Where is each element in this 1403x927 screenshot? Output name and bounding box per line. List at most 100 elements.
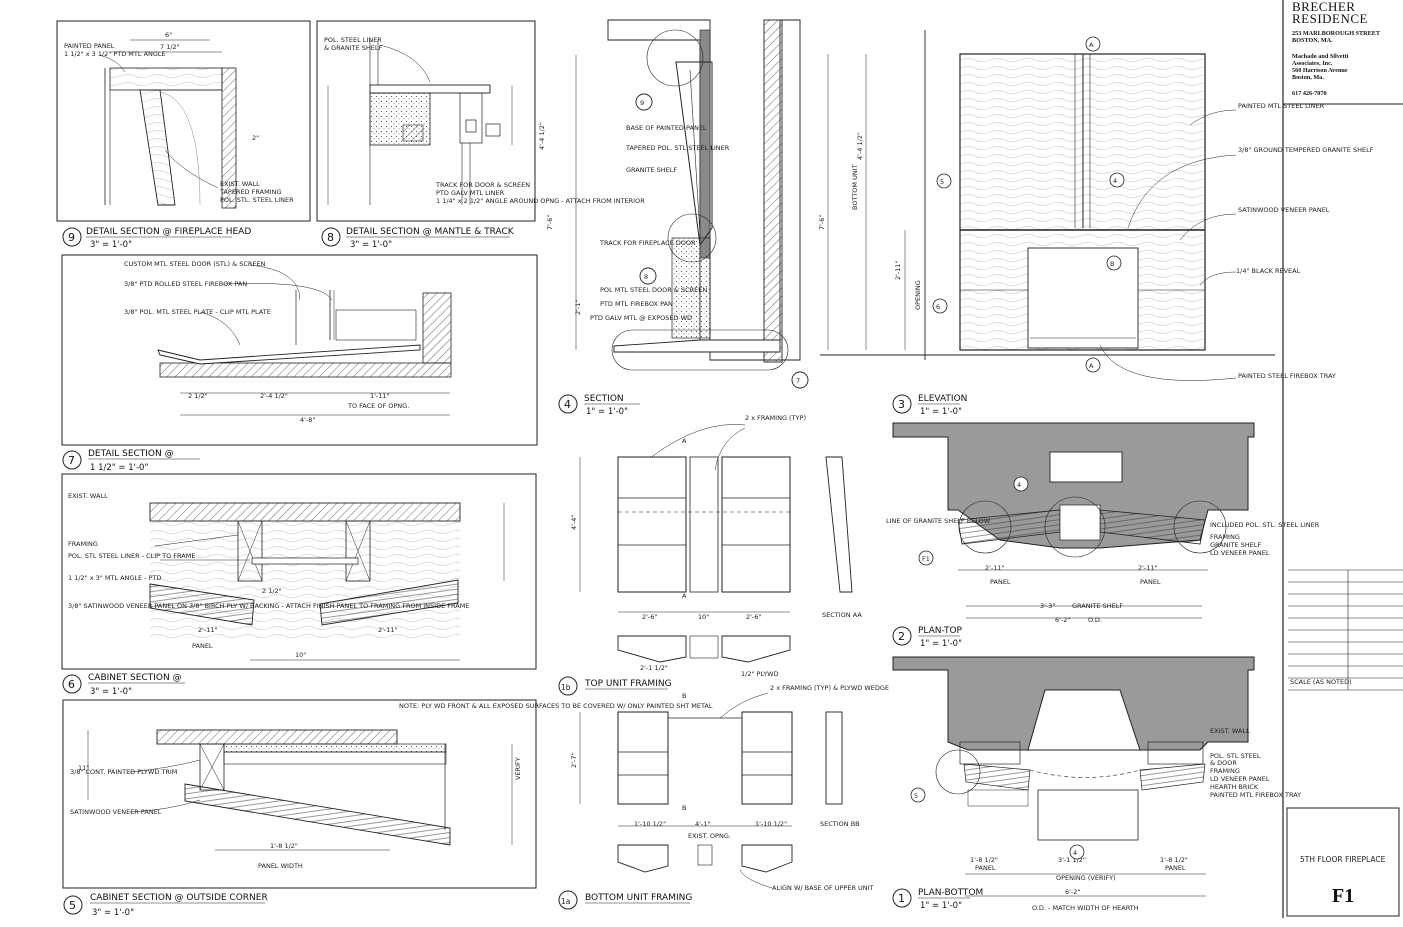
note-8e: 1 1/4" x 2 1/2" ANGLE AROUND OPNG - ATTA… <box>436 197 645 205</box>
note-5b: SATINWOOD VENEER PANEL <box>70 808 162 816</box>
detail-3-elevation: 7'-6" 4'-4 1/2" 2'-11" OPENING PAINTED M… <box>818 30 1374 417</box>
dim-1c: 1'-8 1/2" <box>1160 856 1188 864</box>
dim-6b: 2'-11" <box>378 626 398 634</box>
dim-3a: 4'-4 1/2" <box>856 132 864 160</box>
dim-9b: 7 1/2" <box>160 43 180 51</box>
note-2f-b: PANEL <box>1140 578 1161 586</box>
note-4c: GRANITE SHELF <box>626 166 677 174</box>
note-1-panel-r: PANEL <box>1165 864 1186 872</box>
dim-6a: 2'-11" <box>198 626 218 634</box>
note-6a: EXIST. WALL <box>68 492 108 500</box>
note-1a-c: SECTION BB <box>820 820 860 828</box>
note-4f: PTD MTL FIREBOX PAN <box>600 300 673 308</box>
dim-2b: 2'-11" <box>1138 564 1158 572</box>
tag-8-ref: 8 <box>644 273 648 281</box>
detail-1a-title: BOTTOM UNIT FRAMING <box>585 893 692 903</box>
detail-2-tag: 2 <box>898 630 905 643</box>
note-8d: PTD GALV MTL LINER <box>436 189 505 197</box>
note-8c: TRACK FOR DOOR & SCREEN <box>435 181 530 189</box>
dim-2c: 3'-3" <box>1040 602 1055 610</box>
tag-b-1a: B <box>682 692 686 700</box>
revision-grid <box>1288 569 1403 691</box>
detail-1-scale: 1" = 1'-0" <box>920 901 962 911</box>
scale-note: SCALE (AS NOTED) <box>1290 678 1352 686</box>
dim-3b: 7'-6" <box>818 215 826 230</box>
note-3e: PAINTED STEEL FIREBOX TRAY <box>1238 372 1336 380</box>
note-3f: OPENING <box>914 280 922 310</box>
tag-a-top: A <box>1089 41 1094 49</box>
note-1b-b: SECTION AA <box>822 611 862 619</box>
note-1d: FRAMING <box>1210 767 1240 775</box>
note-2h: O.D. <box>1088 616 1102 624</box>
detail-5-title: CABINET SECTION @ OUTSIDE CORNER <box>90 893 268 903</box>
note-4g: PTD GALV MTL @ EXPOSED WD <box>590 314 692 322</box>
note-5c: PANEL WIDTH <box>258 862 303 870</box>
tag-9-ref: 9 <box>640 99 644 107</box>
note-2f: PANEL <box>990 578 1011 586</box>
dim-2a: 2'-11" <box>985 564 1005 572</box>
note-7a: CUSTOM MTL STEEL DOOR (STL) & SCREEN <box>124 260 266 268</box>
detail-1a-tag: 1a <box>561 897 570 906</box>
detail-5-tag: 5 <box>69 899 76 912</box>
dim-9c: 2" <box>252 134 259 142</box>
note-4b: TAPERED POL. STL STEEL LINER <box>625 144 730 152</box>
dim-4a: 4'-4 1/2" <box>538 122 546 150</box>
firm-city: Boston, Ma. <box>1292 74 1324 81</box>
note-9d: TAPERED FRAMING <box>219 188 282 196</box>
dim-1b: 3'-1 1/2" <box>1058 856 1086 864</box>
note-1b-a: 2 x FRAMING (TYP) <box>745 414 806 422</box>
firm-name: Machado and Silvetti <box>1292 53 1349 60</box>
dim-4b: 7'-6" <box>546 215 554 230</box>
detail-4-section: 4'-4 1/2" 7'-6" 2'-1" BASE OF PAINTED PA… <box>538 19 859 417</box>
tag-a-1b: A <box>682 437 687 445</box>
detail-1-tag: 1 <box>898 892 905 905</box>
note-1a-b: EXIST. OPNG. <box>688 832 731 840</box>
title-block: BRECHER RESIDENCE 253 MARLBOROUGH STREET… <box>1282 0 1403 918</box>
dim-1d: 6'-2" <box>1065 888 1080 896</box>
note-1-panel-l: PANEL <box>975 864 996 872</box>
note-1b: POL. STL STEEL <box>1210 752 1261 760</box>
note-5e: NOTE: PLY WD FRONT & ALL EXPOSED SURFACE… <box>399 702 713 710</box>
tag-a-1b-bot: A <box>682 592 687 600</box>
detail-7-tag: 7 <box>68 454 75 467</box>
note-1e: LD VENEER PANEL <box>1210 775 1270 783</box>
detail-1-title: PLAN-BOTTOM <box>918 888 983 898</box>
note-7d: TO FACE OF OPNG. <box>347 402 409 410</box>
tag-4-plan: 4 <box>1017 481 1021 489</box>
dim-1b-b: 2'-6" <box>642 613 657 621</box>
dim-7d: 4'-8" <box>300 416 315 424</box>
detail-3-title: ELEVATION <box>918 394 967 404</box>
note-8a: POL. STEEL LINER <box>324 36 382 44</box>
detail-7-section: 2 1/2" 2'-4 1/2" 1'-11" TO FACE OF OPNG.… <box>61 254 538 473</box>
note-3d: 1/4" BLACK REVEAL <box>1236 267 1301 275</box>
note-2a: LINE OF GRANITE SHELF BELOW <box>886 517 991 525</box>
detail-1b-top-unit-framing: 4'-4" 2'-6" 10" 2'-6" 2'-1 1/2" 2 x FRAM… <box>558 414 862 696</box>
sheet-number: F1 <box>1332 885 1354 907</box>
detail-1-plan-bottom: 1'-8 1/2" 3'-1 1/2" 1'-8 1/2" PANEL PANE… <box>892 656 1301 912</box>
dim-1b-e: 2'-1 1/2" <box>640 664 668 672</box>
tag-4-plan-b: 4 <box>1073 849 1077 857</box>
note-1h: OPENING (VERIFY) <box>1056 874 1116 882</box>
dim-1a-a: 2'-7" <box>570 753 578 768</box>
project-name: BRECHER <box>1292 0 1355 14</box>
project-name-line2: RESIDENCE <box>1292 11 1368 26</box>
detail-6-tag: 6 <box>68 678 75 691</box>
note-9a: PAINTED PANEL <box>64 42 115 50</box>
detail-4-scale: 1" = 1'-0" <box>586 407 628 417</box>
tag-a-bottom: A <box>1089 362 1094 370</box>
note-1g: PAINTED MTL FIREBOX TRAY <box>1210 791 1301 799</box>
note-4h: BOTTOM UNIT <box>851 164 859 210</box>
detail-9-title: DETAIL SECTION @ FIREPLACE HEAD <box>86 227 251 237</box>
note-1i: O.D. - MATCH WIDTH OF HEARTH <box>1032 904 1139 912</box>
note-1a-d: ALIGN W/ BASE OF UPPER UNIT <box>772 884 874 892</box>
detail-8-scale: 3" = 1'-0" <box>350 240 392 250</box>
firm-name-2: Associates, Inc. <box>1292 60 1333 67</box>
detail-1a-bottom-unit-framing: 2'-7" 1'-10 1/2" 4'-1" 1'-10 1/2" EXIST.… <box>558 684 889 910</box>
note-2g: GRANITE SHELF <box>1072 602 1123 610</box>
detail-3-tag: 3 <box>898 398 905 411</box>
note-6b: FRAMING <box>68 540 98 548</box>
dim-1a-b: 1'-10 1/2" <box>634 820 666 828</box>
detail-6-scale: 3" = 1'-0" <box>90 687 132 697</box>
note-4e: POL MTL STEEL DOOR & SCREEN <box>600 286 707 294</box>
note-6f: PANEL <box>192 642 213 650</box>
